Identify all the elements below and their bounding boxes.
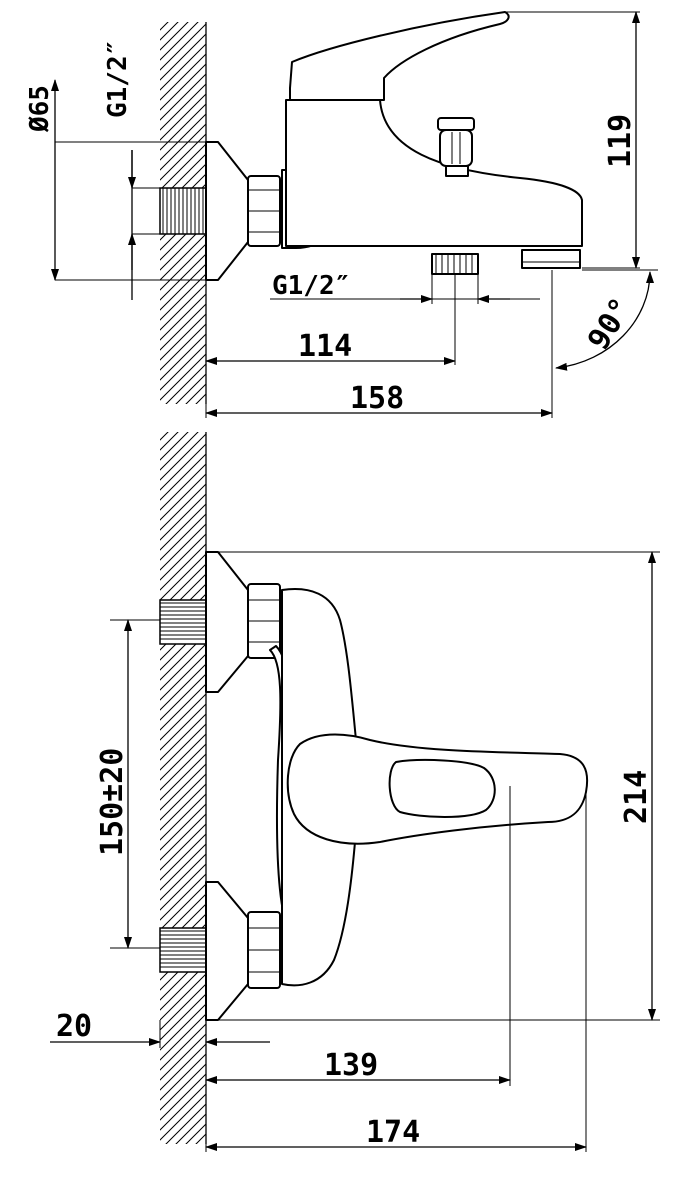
label-outlet-distance: 114 (298, 329, 352, 364)
dim-total-height: 214 (206, 551, 660, 1021)
dim-outlet-distance: 114 (205, 274, 456, 418)
handle-recess (388, 759, 496, 818)
label-angle: 90° (581, 292, 639, 357)
hex-nut-lower (247, 911, 281, 989)
dim-handle-distance: 139 (205, 786, 511, 1086)
flange-lower (205, 881, 249, 1021)
dim-angle: 90° (555, 269, 658, 371)
dim-inlet-spacing: 150±20 (95, 619, 160, 949)
label-total-height: 214 (619, 770, 654, 824)
label-flange-diameter: Ø65 (25, 85, 55, 133)
lever-handle-top (289, 11, 510, 101)
label-inlet-spacing: 150±20 (95, 748, 130, 856)
diverter-knob-top (437, 117, 475, 177)
inlet-thread-upper (159, 599, 207, 645)
dim-spout-length: 158 (205, 270, 553, 418)
label-spout-length: 158 (350, 381, 404, 416)
inlet-thread-top (159, 187, 207, 235)
wall-hatch-bottom (160, 432, 206, 1144)
dim-height-119: 119 (505, 11, 640, 269)
dim-outlet-thread: G1/2″ (270, 271, 540, 304)
spout-outlet-top (521, 249, 581, 269)
spout-top (285, 99, 583, 247)
top-view: Ø65 G1/2″ 119 G1/2″ (25, 11, 658, 418)
dim-wall-offset: 20 (50, 1009, 270, 1048)
dim-flange-diameter: Ø65 (25, 79, 210, 281)
dim-inlet-thread: G1/2″ (103, 40, 160, 300)
hex-nut-upper (247, 583, 281, 659)
label-height-119: 119 (603, 114, 638, 168)
dim-total-length: 174 (205, 792, 587, 1152)
label-handle-distance: 139 (324, 1048, 378, 1083)
shower-outlet-thread (431, 253, 479, 275)
bottom-view: 150±20 214 20 139 174 (50, 432, 660, 1152)
label-wall-offset: 20 (56, 1009, 92, 1044)
inlet-thread-lower (159, 927, 207, 973)
label-outlet-thread: G1/2″ (272, 271, 350, 301)
hex-nut-top (247, 175, 281, 247)
flange-top (205, 141, 249, 281)
flange-upper (205, 551, 249, 693)
label-total-length: 174 (366, 1115, 420, 1150)
label-inlet-thread: G1/2″ (103, 40, 133, 118)
